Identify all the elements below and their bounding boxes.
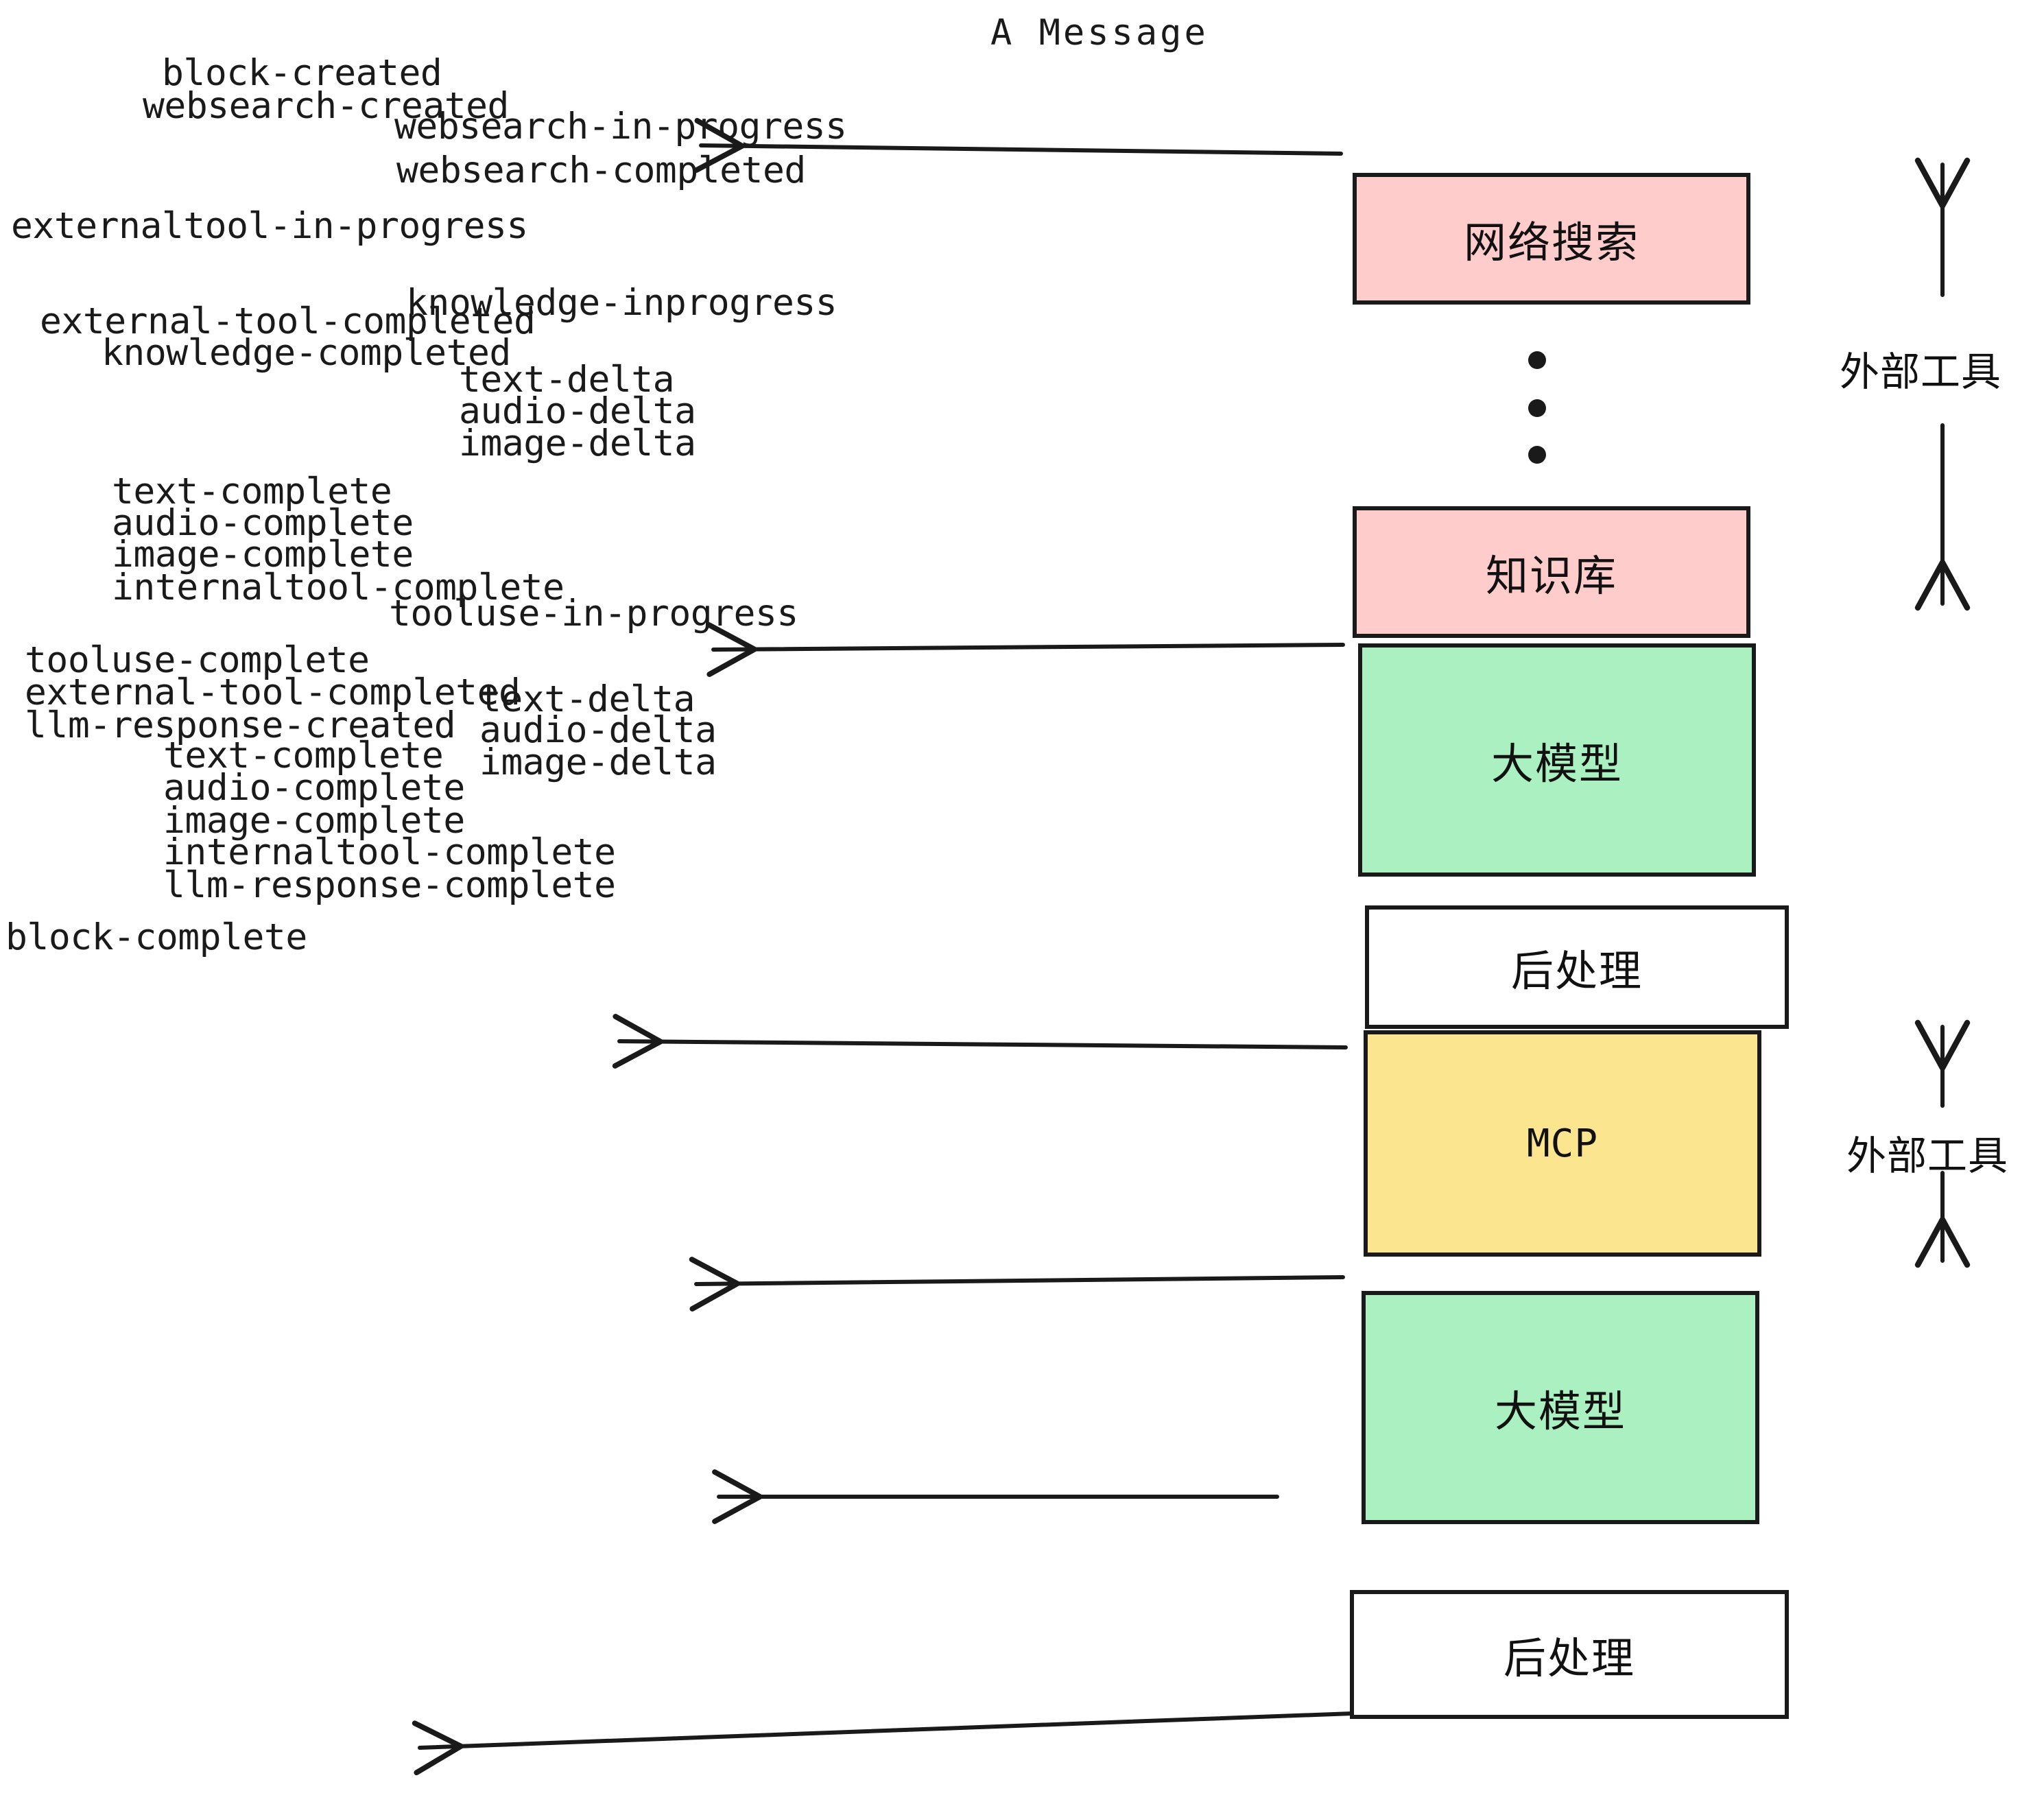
node-label: 大模型	[1494, 1386, 1626, 1436]
event-label-internaltool-complete-1: internaltool-complete	[112, 567, 565, 608]
event-label-llm-response-complete: llm-response-complete	[163, 864, 616, 906]
ellipsis-dot-3	[1528, 446, 1546, 464]
group-label-ext-top: 外部工具	[1840, 348, 2002, 395]
arrow-knowledge	[706, 622, 1345, 677]
event-label-audio-complete-1: audio-complete	[112, 502, 414, 544]
node-llm1[interactable]: 大模型	[1358, 643, 1756, 877]
event-label-image-complete-2: image-complete	[163, 800, 465, 842]
event-label-text-complete-2: text-complete	[163, 735, 444, 776]
event-label-block-created: block-created	[162, 52, 442, 94]
event-label-tooluse-in-progress: tooluse-in-progress	[389, 593, 798, 634]
event-label-image-complete-1: image-complete	[112, 534, 414, 575]
event-label-knowledge-inprogress: knowledge-inprogress	[406, 282, 837, 324]
event-label-tooluse-complete: tooluse-complete	[25, 639, 370, 681]
ellipsis-dot-1	[1528, 351, 1546, 369]
event-label-websearch-in-progress: websearch-in-progress	[394, 106, 847, 147]
node-mcp[interactable]: MCP	[1364, 1030, 1761, 1257]
node-postproc1[interactable]: 后处理	[1365, 905, 1789, 1029]
event-label-knowledge-completed: knowledge-completed	[102, 332, 511, 374]
event-label-externaltool-in-progress: externaltool-in-progress	[11, 205, 528, 247]
node-label: 知识库	[1485, 551, 1617, 601]
node-label: 大模型	[1490, 739, 1623, 789]
node-label: 后处理	[1503, 1633, 1635, 1683]
event-label-image-delta-1: image-delta	[459, 423, 696, 464]
event-label-llm-response-created: llm-response-created	[25, 704, 456, 746]
event-label-audio-complete-2: audio-complete	[163, 767, 465, 809]
node-knowledge[interactable]: 知识库	[1353, 506, 1750, 638]
event-label-image-delta-2: image-delta	[479, 741, 717, 783]
event-label-audio-delta-1: audio-delta	[459, 390, 696, 432]
page-title: A Message	[990, 12, 1209, 54]
event-label-external-tool-completed-1: external-tool-completed	[40, 300, 536, 342]
node-label: 网络搜索	[1463, 217, 1639, 268]
event-label-block-complete: block-complete	[5, 916, 307, 958]
event-label-text-complete-1: text-complete	[112, 471, 392, 512]
node-websearch[interactable]: 网络搜索	[1353, 173, 1750, 305]
arrow-image-complete	[612, 1014, 1348, 1069]
ellipsis-dot-2	[1528, 399, 1546, 417]
event-label-websearch-created: websearch-created	[143, 85, 509, 127]
group-label-ext-bottom: 外部工具	[1846, 1132, 2009, 1179]
node-label: MCP	[1526, 1121, 1599, 1166]
event-label-external-tool-completed-2: external-tool-completed	[25, 672, 521, 713]
event-label-text-delta-2: text-delta	[479, 678, 696, 720]
event-label-audio-delta-2: audio-delta	[479, 709, 717, 751]
node-llm2[interactable]: 大模型	[1362, 1291, 1759, 1524]
node-postproc2[interactable]: 后处理	[1350, 1590, 1789, 1719]
arrow-block-complete	[412, 1711, 1355, 1776]
event-label-text-delta-1: text-delta	[459, 359, 675, 401]
event-label-websearch-completed: websearch-completed	[396, 150, 806, 191]
arrow-tooluse	[689, 1257, 1345, 1312]
node-label: 后处理	[1510, 946, 1643, 996]
event-label-internaltool-complete-2: internaltool-complete	[163, 831, 616, 873]
